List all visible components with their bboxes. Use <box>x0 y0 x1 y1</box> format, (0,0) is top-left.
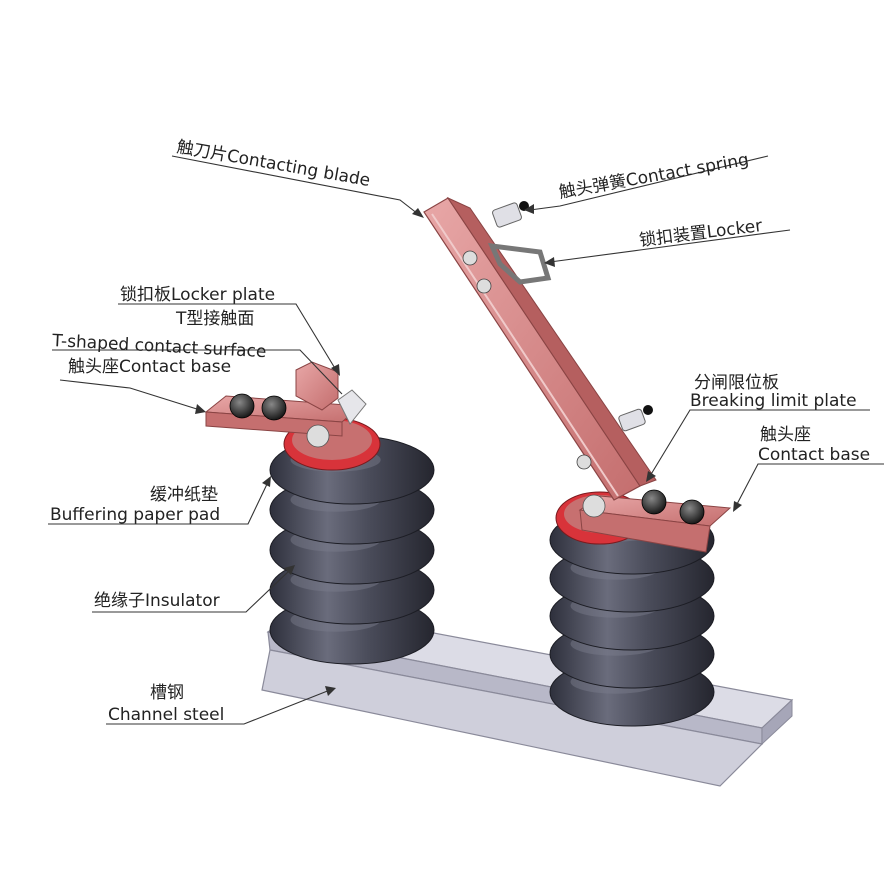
right-contact-base <box>555 489 732 553</box>
label-contact-base-left: 触头座Contact base <box>68 357 231 377</box>
locker <box>487 242 552 285</box>
contacting-blade <box>423 196 657 501</box>
label-buffering-cn: 缓冲纸垫 <box>150 485 218 505</box>
label-buffering-en: Buffering paper pad <box>50 505 220 525</box>
label-locker: 锁扣装置Locker <box>638 216 763 251</box>
left-insulator <box>269 435 435 665</box>
label-insulator: 绝缘子Insulator <box>94 591 220 611</box>
left-contact-base <box>204 361 381 471</box>
label-contact-spring: 触头弹簧Contact spring <box>557 150 750 203</box>
label-contacting-blade: 触刀片Contacting blade <box>175 137 372 191</box>
label-channel-cn: 槽钢 <box>150 683 184 703</box>
label-breaking-cn: 分闸限位板 <box>694 373 779 393</box>
contact-spring <box>492 201 653 432</box>
label-contact-base-right-cn: 触头座 <box>760 425 811 445</box>
label-breaking-en: Breaking limit plate <box>690 391 857 411</box>
label-contact-base-right-en: Contact base <box>758 445 870 465</box>
callouts: 触刀片Contacting blade 触头弹簧Contact spring 锁… <box>48 137 884 725</box>
label-channel-en: Channel steel <box>108 705 224 725</box>
label-t-shaped-cn: T型接触面 <box>175 309 254 329</box>
label-locker-plate: 锁扣板Locker plate <box>120 285 275 305</box>
